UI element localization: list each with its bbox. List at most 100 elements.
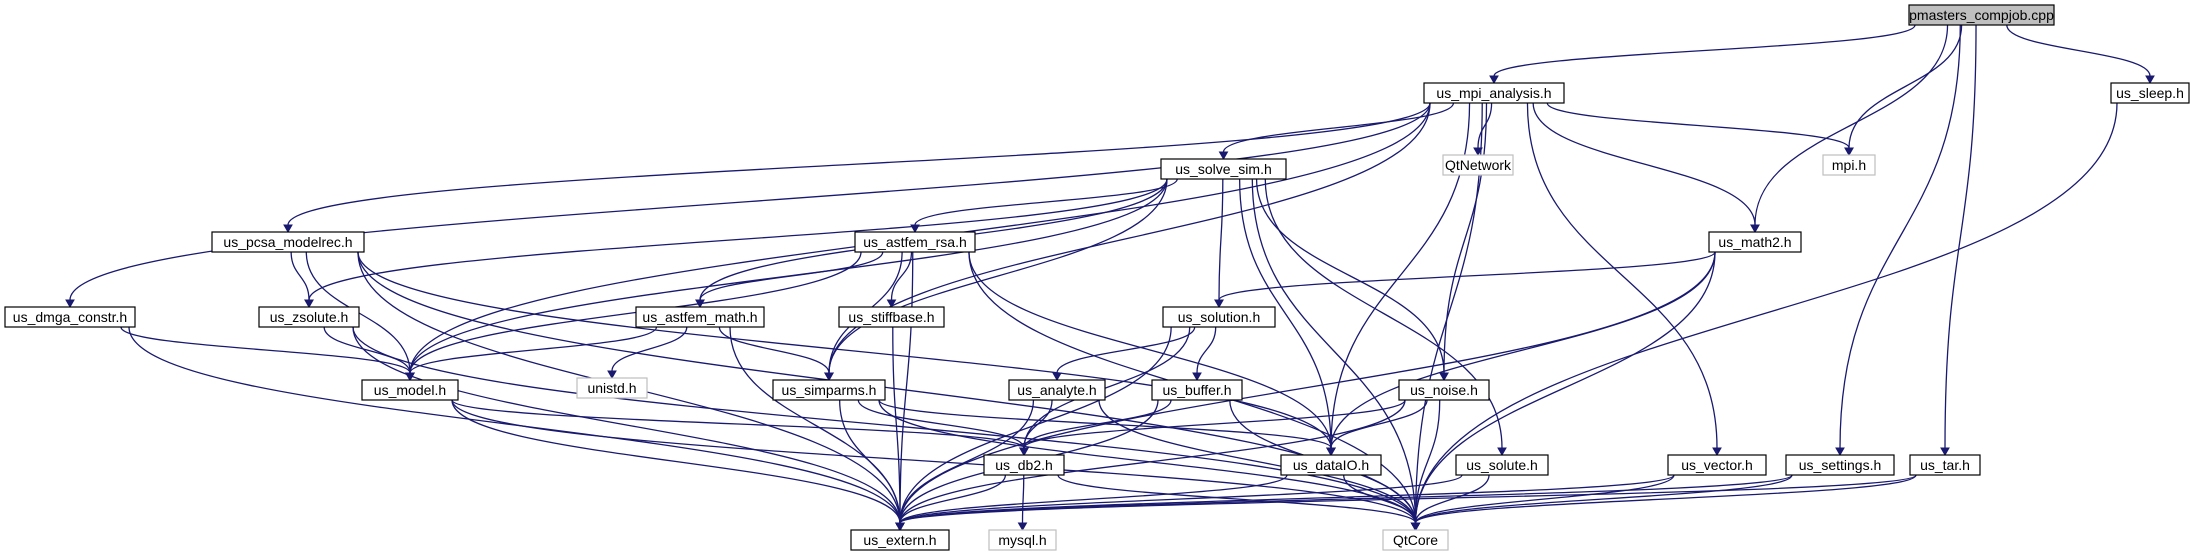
edge-analyte-to-db2 [1023,399,1053,449]
edge-model-to-db2 [451,399,1025,449]
node-label-qtnetwork: QtNetwork [1445,157,1512,173]
node-sleep[interactable]: us_sleep.h [2110,82,2190,104]
edge-arrowhead-pcsa-to-zsolute [304,299,314,309]
edge-noise-to-dataio [1330,399,1428,449]
node-label-qtcore: QtCore [1393,532,1438,548]
node-label-settings: us_settings.h [1799,457,1882,473]
node-solute[interactable]: us_solute.h [1455,454,1549,476]
node-simparms[interactable]: us_simparms.h [772,379,886,401]
edge-vector-to-extern [899,474,1675,524]
node-pcsa[interactable]: us_pcsa_modelrec.h [211,231,365,253]
node-vector[interactable]: us_vector.h [1667,454,1767,476]
node-label-simparms: us_simparms.h [782,382,877,398]
node-label-zsolute: us_zsolute.h [270,309,349,325]
edge-astfem_rsa-to-extern [899,251,914,524]
edge-astfem_rsa-to-astfem_math [699,251,884,301]
node-zsolute[interactable]: us_zsolute.h [258,306,360,328]
node-box-math2 [1708,231,1802,253]
edge-model-to-qtcore [451,399,1417,524]
node-label-math2: us_math2.h [1718,234,1791,250]
edge-pmasters-to-sleep [2006,24,2151,77]
edge-math2-to-solution [1218,251,1716,301]
edge-arrowhead-mpi_analysis-to-pcsa [283,224,293,234]
edge-solve_sim-to-qtcore [1251,178,1417,524]
edge-mpi_analysis-to-qtnetwork [1477,102,1493,149]
edge-mpi_analysis-to-vector [1526,102,1718,449]
node-box-stiffbase [838,306,945,328]
edge-pmasters-to-tar [1944,24,1977,449]
edge-astfem_rsa-to-stiffbase [890,251,913,301]
node-label-db2: us_db2.h [995,457,1053,473]
edge-pmasters-to-settings [1839,24,1961,449]
edge-mpi_analysis-to-solve_sim [1222,102,1455,153]
node-extern[interactable]: us_extern.h [850,529,950,551]
edge-tar-to-qtcore [1414,474,1917,524]
node-analyte[interactable]: us_analyte.h [1008,379,1106,401]
node-label-analyte: us_analyte.h [1017,382,1096,398]
edge-astfem_math-to-unistd [611,326,688,372]
edge-simparms-to-dataio [878,399,1332,449]
edge-simparms-to-db2 [857,399,1025,449]
node-tar[interactable]: us_tar.h [1909,454,1981,476]
edge-arrowhead-noise-to-dataio [1326,447,1336,457]
node-noise[interactable]: us_noise.h [1398,379,1490,401]
edge-arrowhead-math2-to-solution [1214,299,1224,309]
node-label-sleep: us_sleep.h [2116,85,2184,101]
edge-arrowhead-astfem_math-to-simparms [824,372,834,382]
node-model[interactable]: us_model.h [361,379,459,401]
node-box-pmasters [1908,4,2055,26]
node-solution[interactable]: us_solution.h [1162,306,1276,328]
node-mpi_analysis[interactable]: us_mpi_analysis.h [1423,82,1565,104]
node-label-unistd: unistd.h [587,380,636,396]
node-buffer[interactable]: us_buffer.h [1151,379,1243,401]
edge-arrowhead-mpi_analysis-to-mpi [1844,147,1854,157]
edge-solve_sim-to-solute [1264,178,1503,449]
edge-dmga-to-model [120,326,411,374]
node-label-mysql: mysql.h [998,532,1046,548]
node-box-mysql [988,529,1057,551]
edge-vector-to-qtcore [1414,474,1675,524]
edge-solve_sim-to-dataio [1238,178,1332,449]
edge-zsolute-to-qtcore [352,326,1417,524]
node-dataio[interactable]: us_dataIO.h [1280,454,1382,476]
edge-arrowhead-astfem_math-to-model [405,372,415,382]
edge-solute-to-qtcore [1414,474,1490,524]
node-settings[interactable]: us_settings.h [1785,454,1895,476]
edge-arrowhead-pmasters-to-settings [1835,447,1845,457]
node-qtnetwork: QtNetwork [1442,154,1514,176]
edge-sleep-to-qtcore [1414,102,2118,524]
node-astfem_rsa[interactable]: us_astfem_rsa.h [854,231,976,253]
node-mpi: mpi.h [1822,154,1876,176]
node-label-dataio: us_dataIO.h [1293,457,1369,473]
node-box-settings [1785,454,1895,476]
node-box-solve_sim [1160,158,1287,180]
edge-mpi_analysis-to-dmga [69,102,1431,301]
edge-noise-to-extern [899,399,1406,524]
edge-arrowhead-tar-to-extern [895,522,905,532]
node-box-mpi [1822,154,1876,176]
node-label-pmasters: pmasters_compjob.cpp [1909,7,2054,23]
node-box-model [361,379,459,401]
node-mysql: mysql.h [988,529,1057,551]
edge-solution-to-extern [899,326,1172,524]
edge-solve_sim-to-zsolute [308,178,1168,301]
node-pmasters[interactable]: pmasters_compjob.cpp [1908,4,2055,26]
node-unistd: unistd.h [576,377,648,399]
node-stiffbase[interactable]: us_stiffbase.h [838,306,945,328]
node-box-extern [850,529,950,551]
node-astfem_math[interactable]: us_astfem_math.h [635,306,765,328]
edge-arrowhead-pmasters-to-mpi_analysis [1489,75,1499,85]
node-box-vector [1667,454,1767,476]
node-db2[interactable]: us_db2.h [983,454,1065,476]
node-label-model: us_model.h [374,382,446,398]
node-dmga[interactable]: us_dmga_constr.h [4,306,136,328]
node-label-buffer: us_buffer.h [1162,382,1231,398]
node-math2[interactable]: us_math2.h [1708,231,1802,253]
node-label-solute: us_solute.h [1466,457,1538,473]
edge-solute-to-extern [899,474,1463,524]
node-box-buffer [1151,379,1243,401]
node-solve_sim[interactable]: us_solve_sim.h [1160,158,1287,180]
node-box-db2 [983,454,1065,476]
edge-arrowhead-solution-to-analyte [1052,372,1062,382]
